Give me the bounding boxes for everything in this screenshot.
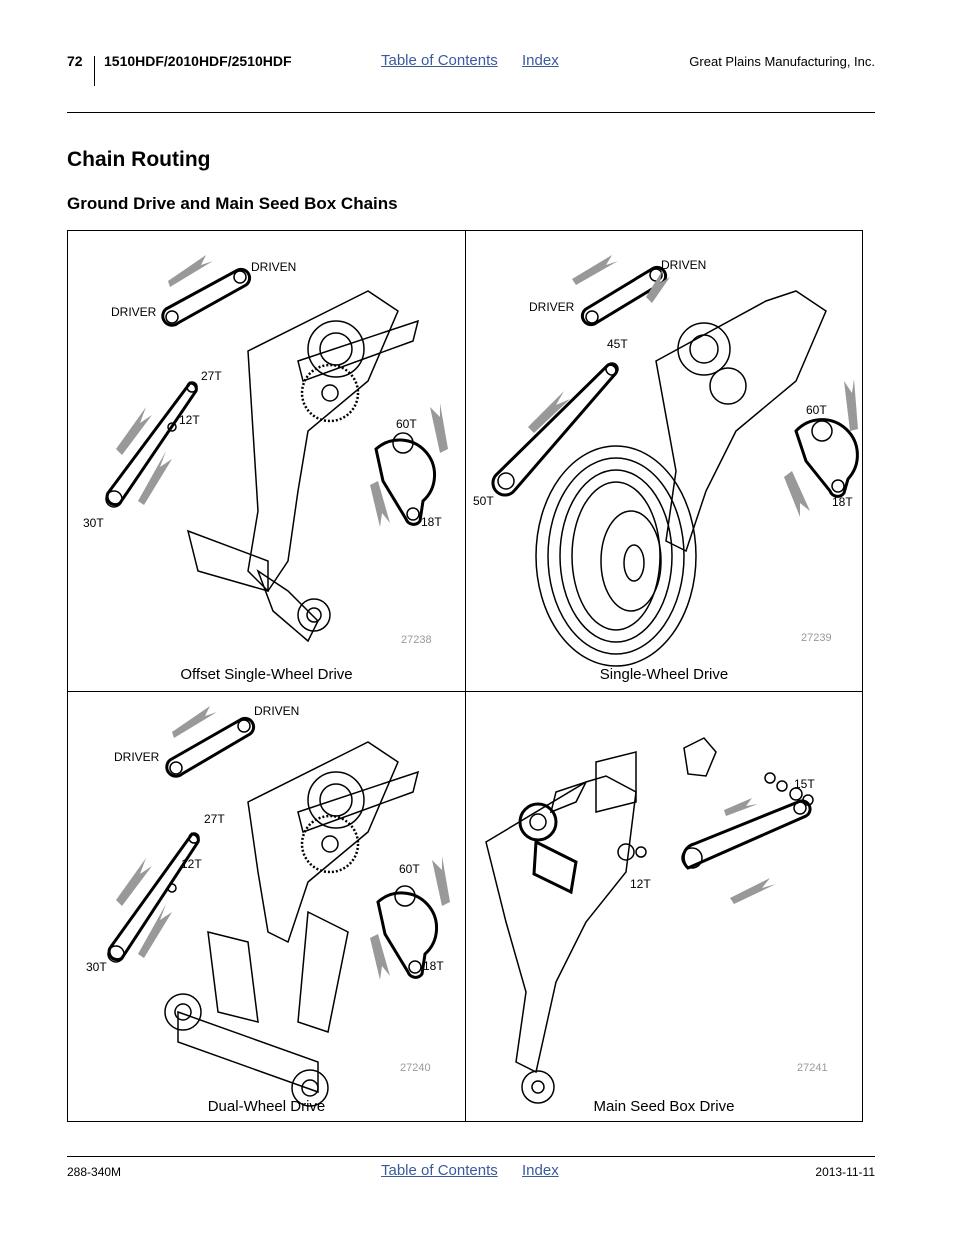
label-30t: 30T bbox=[86, 960, 107, 974]
label-30t: 30T bbox=[83, 516, 104, 530]
label-18t: 18T bbox=[421, 515, 442, 529]
page-number: 72 bbox=[67, 53, 83, 69]
label-12t: 12T bbox=[181, 857, 202, 871]
label-12t: 12T bbox=[179, 413, 200, 427]
label-60t: 60T bbox=[399, 862, 420, 876]
company-name: Great Plains Manufacturing, Inc. bbox=[689, 54, 875, 69]
label-60t: 60T bbox=[806, 403, 827, 417]
figure-number: 27239 bbox=[801, 632, 832, 644]
main-seed-box-illustration bbox=[485, 737, 814, 1104]
panel-caption: Offset Single-Wheel Drive bbox=[180, 666, 353, 683]
doc-number: 288-340M bbox=[67, 1165, 122, 1179]
label-driver: DRIVER bbox=[114, 750, 160, 764]
header-index-link[interactable]: Index bbox=[522, 52, 559, 69]
label-driven: DRIVEN bbox=[251, 260, 297, 274]
footer-rule bbox=[67, 1156, 875, 1157]
label-18t: 18T bbox=[832, 495, 853, 509]
label-50t: 50T bbox=[473, 494, 494, 508]
header-divider bbox=[94, 56, 95, 86]
label-15t: 15T bbox=[794, 777, 815, 791]
model-name: 1510HDF/2010HDF/2510HDF bbox=[104, 53, 292, 69]
label-27t: 27T bbox=[204, 812, 225, 826]
panel-main-seed-box: 15T 12T 27241 Main Seed Box Drive bbox=[466, 692, 862, 1121]
grid-horizontal-divider bbox=[68, 691, 862, 692]
label-18t: 18T bbox=[423, 959, 444, 973]
label-12t: 12T bbox=[630, 877, 651, 891]
label-driven: DRIVEN bbox=[254, 704, 300, 718]
panel-caption: Single-Wheel Drive bbox=[599, 666, 729, 683]
figure-number: 27240 bbox=[400, 1062, 431, 1074]
label-driver: DRIVER bbox=[111, 305, 157, 319]
label-driver: DRIVER bbox=[529, 300, 575, 314]
label-60t: 60T bbox=[396, 417, 417, 431]
figure-grid: DRIVEN DRIVER 27T 12T 30T 60T 18T 27238 … bbox=[67, 230, 863, 1122]
panel-caption: Dual-Wheel Drive bbox=[207, 1098, 326, 1115]
figure-number: 27238 bbox=[401, 634, 432, 646]
footer-index-link[interactable]: Index bbox=[522, 1162, 559, 1179]
label-45t: 45T bbox=[607, 337, 628, 351]
grid-vertical-divider bbox=[465, 231, 466, 1121]
dual-wheel-illustration bbox=[107, 706, 450, 1107]
panel-single-wheel: DRIVEN DRIVER 45T 50T 60T 18T 27239 Sing… bbox=[466, 231, 862, 691]
label-driven: DRIVEN bbox=[661, 258, 707, 272]
label-27t: 27T bbox=[201, 369, 222, 383]
header-rule bbox=[67, 112, 875, 113]
footer-toc-link[interactable]: Table of Contents bbox=[381, 1162, 498, 1179]
panel-dual-wheel: DRIVEN DRIVER 27T 12T 30T 60T 18T 27240 … bbox=[68, 692, 465, 1121]
panel-offset-single-wheel: DRIVEN DRIVER 27T 12T 30T 60T 18T 27238 … bbox=[68, 231, 465, 691]
header-toc-link[interactable]: Table of Contents bbox=[381, 52, 498, 69]
section-title: Ground Drive and Main Seed Box Chains bbox=[67, 194, 398, 213]
doc-date: 2013-11-11 bbox=[815, 1165, 875, 1179]
page-title: Chain Routing bbox=[67, 148, 211, 171]
single-wheel-illustration bbox=[491, 255, 859, 667]
offset-single-wheel-illustration bbox=[105, 255, 448, 643]
figure-number: 27241 bbox=[797, 1062, 828, 1074]
panel-caption: Main Seed Box Drive bbox=[593, 1098, 735, 1115]
